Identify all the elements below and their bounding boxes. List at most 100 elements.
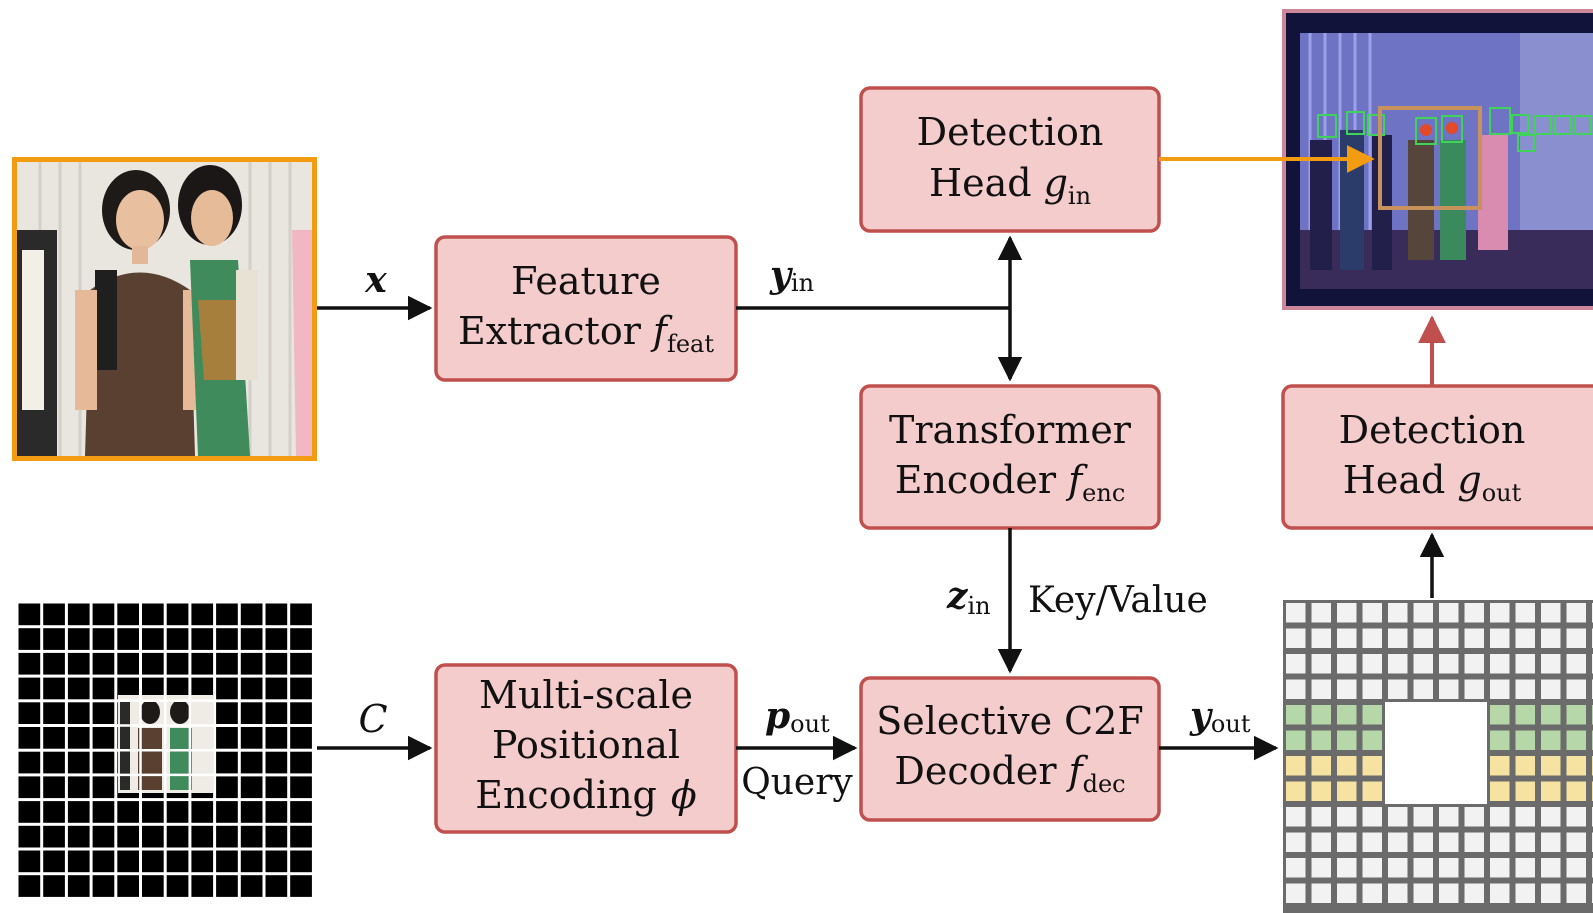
output-grid-cell xyxy=(1541,781,1561,801)
coord-grid-cell xyxy=(166,628,189,650)
output-grid-cell xyxy=(1388,679,1408,699)
coord-grid-cell xyxy=(216,628,238,650)
coord-grid-cell xyxy=(265,603,288,626)
coord-grid-cell xyxy=(290,801,312,823)
output-grid-cell xyxy=(1464,883,1484,903)
coord-grid-cell xyxy=(43,875,65,897)
output-grid-cell xyxy=(1541,756,1561,776)
output-grid-cell xyxy=(1286,756,1306,776)
output-grid-cell xyxy=(1413,858,1433,878)
output-grid-cell xyxy=(1464,832,1484,852)
coord-grid-cell xyxy=(92,628,115,650)
output-grid-cell xyxy=(1362,654,1382,674)
coord-grid-cell xyxy=(92,652,115,675)
output-grid-cell xyxy=(1362,756,1382,776)
coord-grid-cell xyxy=(265,776,288,799)
output-grid-cell xyxy=(1337,883,1357,903)
output-grid-cell xyxy=(1286,832,1306,852)
output-grid-cell xyxy=(1388,832,1408,852)
coord-grid-cell xyxy=(67,751,90,774)
coord-grid-cell xyxy=(43,776,65,799)
coord-grid-cell xyxy=(265,875,288,897)
output-grid-cell xyxy=(1362,679,1382,699)
detection-head-out-line1: Detection xyxy=(1339,408,1526,452)
coord-grid-cell xyxy=(166,652,189,675)
coord-grid-cell xyxy=(290,751,312,774)
coord-grid-cell xyxy=(43,801,65,823)
coordinate-grid-icon xyxy=(17,602,314,899)
coord-grid-cell xyxy=(18,875,41,897)
output-grid-cell xyxy=(1515,628,1535,648)
coord-grid-cell xyxy=(216,677,238,700)
output-grid-cell xyxy=(1515,730,1535,750)
coord-grid-cell xyxy=(43,677,65,700)
output-grid-cell xyxy=(1515,858,1535,878)
output-grid-cell xyxy=(1490,730,1510,750)
c2f-decoder-line1: Selective C2F xyxy=(876,699,1144,743)
coord-grid-cell xyxy=(117,850,139,873)
coord-grid-cell xyxy=(240,603,263,626)
coord-grid-cell xyxy=(265,751,288,774)
output-grid-cell xyxy=(1337,603,1357,623)
output-grid-cell xyxy=(1566,603,1586,623)
output-grid-cell xyxy=(1566,781,1586,801)
coord-grid-cell xyxy=(290,677,312,700)
coord-grid-cell xyxy=(240,825,263,848)
output-grid-cell xyxy=(1566,628,1586,648)
coord-grid-cell xyxy=(117,825,139,848)
coord-grid-cell xyxy=(43,825,65,848)
label-query: Query xyxy=(741,762,853,803)
output-grid-cell xyxy=(1413,883,1433,903)
coord-grid-cell xyxy=(166,825,189,848)
coord-grid-cell xyxy=(191,875,214,897)
output-grid-cell xyxy=(1362,705,1382,725)
coord-grid-cell xyxy=(117,801,139,823)
coord-grid-cell xyxy=(265,801,288,823)
output-grid-cell xyxy=(1464,679,1484,699)
label-y-out: yout xyxy=(1189,695,1251,738)
coord-grid-cell xyxy=(290,702,312,724)
output-grid-cell xyxy=(1311,756,1331,776)
coord-grid-cell xyxy=(18,677,41,700)
coord-grid-cell xyxy=(92,825,115,848)
output-grid-cell xyxy=(1413,628,1433,648)
output-grid-cell xyxy=(1413,832,1433,852)
output-grid-cell xyxy=(1311,679,1331,699)
coord-grid-cell xyxy=(240,801,263,823)
output-grid-cell xyxy=(1490,832,1510,852)
output-grid-cell xyxy=(1286,858,1306,878)
output-grid-cell xyxy=(1541,679,1561,699)
coord-grid-cell xyxy=(92,603,115,626)
output-grid-cell xyxy=(1413,654,1433,674)
coord-grid-cell xyxy=(18,801,41,823)
coord-grid-cell xyxy=(265,677,288,700)
coord-grid-cell xyxy=(166,875,189,897)
output-grid-cell xyxy=(1362,781,1382,801)
coord-grid-cell xyxy=(67,727,90,749)
output-grid-cell xyxy=(1515,807,1535,827)
detection-head-in-line1: Detection xyxy=(917,110,1104,154)
output-grid-cell xyxy=(1515,654,1535,674)
coord-grid-cell xyxy=(240,702,263,724)
coord-grid-cell xyxy=(43,751,65,774)
coord-grid-cell xyxy=(92,776,115,799)
coord-grid-cell xyxy=(43,727,65,749)
coord-grid-cell xyxy=(18,727,41,749)
output-grid-cell xyxy=(1515,679,1535,699)
coord-grid-cell xyxy=(290,776,312,799)
coord-grid-cell xyxy=(142,677,164,700)
coord-grid-cell xyxy=(142,652,164,675)
positional-encoding-line1: Multi-scale xyxy=(479,673,693,717)
transformer-encoder-line1: Transformer xyxy=(889,408,1132,452)
output-grid-cell xyxy=(1439,603,1459,623)
positional-encoding-line2: Positional xyxy=(492,723,680,767)
output-grid-cell xyxy=(1439,858,1459,878)
coord-grid-cell xyxy=(18,702,41,724)
coord-grid-cell xyxy=(216,751,238,774)
